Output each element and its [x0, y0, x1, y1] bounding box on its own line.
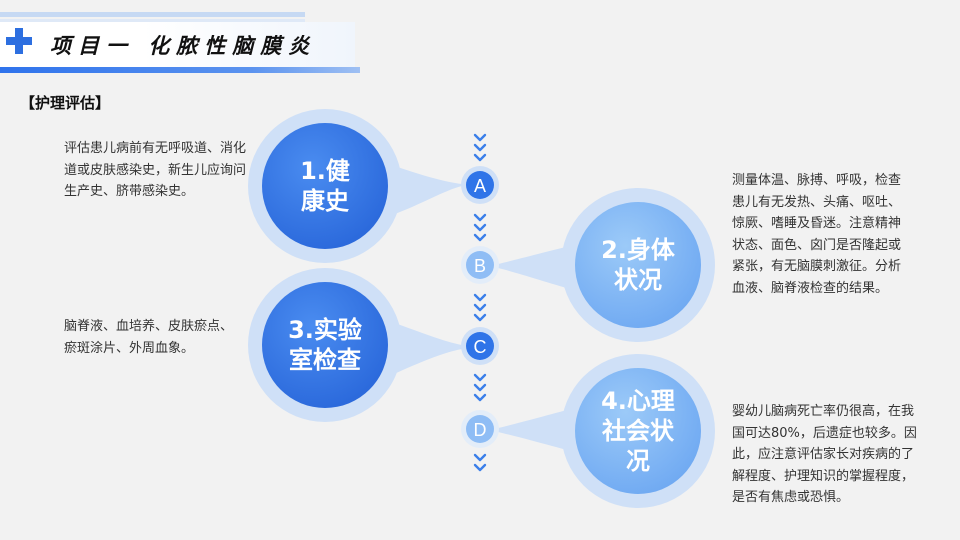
chevron-down-icon [473, 133, 487, 142]
lab-tests-text: 脑脊液、血培养、皮肤瘀点、瘀斑涂片、外周血象。 [64, 319, 234, 356]
connector-a [392, 165, 462, 215]
node-c-label: C [474, 337, 487, 357]
header-accent-bar-thin [0, 19, 305, 22]
chevron-down-icon [473, 373, 487, 382]
node-c [461, 327, 499, 365]
node-b-label: B [474, 256, 486, 276]
circle-1-label: 1.健康史 [300, 157, 350, 215]
header-accent-bar [0, 12, 305, 17]
chevron-down-icon [473, 393, 487, 402]
chevron-down-icon [473, 303, 487, 312]
node-d-label: D [474, 420, 487, 440]
section-heading: 【护理评估】 [20, 94, 111, 112]
circle-4-label: 4.心理社会状况 [601, 387, 675, 475]
chevron-down-icon [473, 383, 487, 392]
circle-1 [262, 123, 388, 249]
chevron-down-icon [473, 223, 487, 232]
medical-cross-icon [6, 28, 32, 54]
physical-condition-text: 测量体温、脉搏、呼吸，检查患儿有无发热、头痛、呕吐、惊厥、嗜睡及昏迷。注意精神状… [732, 173, 902, 296]
circle-2-label: 2.身体状况 [601, 236, 675, 294]
node-b [461, 246, 499, 284]
chevron-down-icon [473, 143, 487, 152]
chevron-down-icon [473, 213, 487, 222]
circle-3 [262, 282, 388, 408]
chevron-down-icon [473, 153, 487, 162]
circle-4 [575, 368, 701, 494]
chevron-down-icon [473, 463, 487, 472]
psychosocial-text: 婴幼儿脑病死亡率仍很高，在我国可达80%，后遗症也较多。因此，应注意评估家长对疾… [732, 404, 917, 505]
chevron-down-icon [473, 233, 487, 242]
circle-2 [575, 202, 701, 328]
page-title: 项目一 化脓性脑膜炎 [50, 33, 317, 58]
node-a [461, 166, 499, 204]
connector-c [392, 322, 462, 375]
node-d [461, 410, 499, 448]
header-banner [0, 22, 355, 67]
header-underline [0, 67, 360, 73]
chevron-down-icon [473, 313, 487, 322]
connector-d [498, 408, 574, 452]
node-a-label: A [474, 176, 486, 196]
connector-b [498, 245, 574, 290]
chevron-down-icon [473, 453, 487, 462]
chevron-down-icon [473, 293, 487, 302]
circle-3-label: 3.实验室检查 [288, 316, 362, 374]
health-history-text: 评估患儿病前有无呼吸道、消化道或皮肤感染史，新生儿应询问生产史、脐带感染史。 [64, 141, 247, 199]
